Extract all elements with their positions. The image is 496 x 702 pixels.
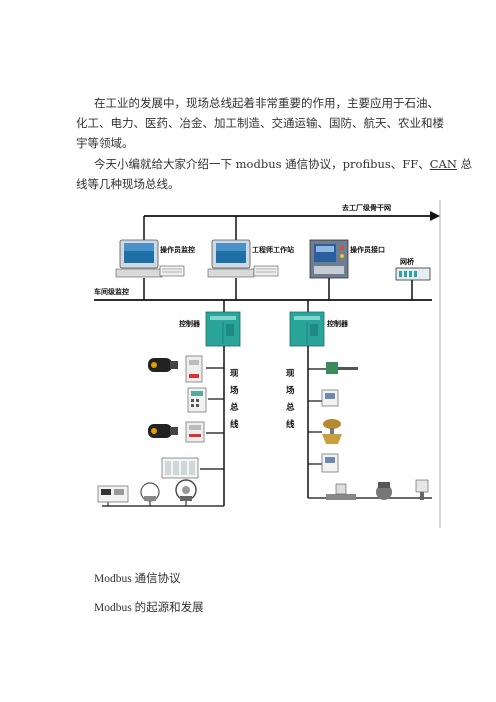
fieldbus-left-char-4: 线 — [230, 419, 239, 430]
intro2-line-2: 线等几种现场总线。 — [76, 177, 180, 191]
gateway-icon — [395, 267, 431, 281]
gateway-label: 网桥 — [400, 257, 415, 266]
pressure-transmitter-icon — [415, 479, 429, 500]
fieldbus-left-char-2: 场 — [230, 385, 239, 396]
intro-line-2: 化工、电力、医药、冶金、加工制造、交通运输、国防、航天、农业和楼 — [76, 116, 444, 130]
controller-right-icon — [289, 311, 325, 347]
engineer-workstation-computer-icon — [207, 239, 279, 278]
fieldbus-network-diagram: 去工厂级骨干网 操作员监控 工程师工作站 操作员接口 — [94, 200, 441, 528]
operator-interface-label: 操作员接口 — [350, 245, 385, 254]
fieldbus-right-char-4: 线 — [286, 419, 295, 430]
backbone-label: 去工厂级骨干网 — [342, 203, 391, 212]
flowmeter-icon — [326, 483, 356, 500]
operator-panel-icon — [309, 239, 349, 279]
io-module-icon — [187, 387, 207, 413]
fieldbus-right-char-1: 现 — [286, 369, 295, 379]
fieldbus-right-char-3: 总 — [286, 402, 295, 413]
controller-left-label: 控制器 — [179, 319, 201, 328]
motor-icon-1 — [148, 358, 178, 372]
engineer-station-label: 工程师工作站 — [252, 245, 294, 254]
intro2-line-1: 今天小编就给大家介绍一下 modbus 通信协议，profibus、FF、CAN… — [94, 154, 472, 174]
operator-monitor-label: 操作员监控 — [160, 245, 195, 254]
pump-icon — [376, 482, 392, 500]
heading-modbus-origin: Modbus 的起源和发展 — [94, 602, 204, 614]
valve-actuator-icon-2 — [175, 479, 197, 501]
drive-icon-2 — [185, 421, 205, 443]
controller-right-label: 控制器 — [327, 319, 349, 328]
instrument-panel-icon — [97, 485, 129, 503]
intro2-text-a: 今天小编就给大家介绍一下 modbus 通信协议，profibus、FF、 — [94, 157, 430, 171]
transmitter-icon-1 — [321, 389, 339, 407]
can-link[interactable]: CAN — [429, 157, 457, 171]
intro-line-3: 宇等领域。 — [76, 136, 134, 150]
intro-line-1: 在工业的发展中，现场总线起着非常重要的作用，主要应用于石油、 — [94, 96, 439, 110]
transmitter-icon-2 — [321, 453, 339, 473]
control-valve-icon — [322, 419, 342, 444]
operator-monitor-computer-icon — [115, 239, 185, 278]
motor-icon-2 — [148, 424, 178, 438]
intro2-text-c: 总 — [456, 157, 473, 171]
temperature-sensor-icon — [326, 362, 358, 374]
fieldbus-right-char-2: 场 — [286, 385, 295, 396]
fieldbus-left-char-1: 现 — [230, 369, 239, 379]
valve-actuator-icon-1 — [140, 482, 160, 502]
heading-modbus-protocol: Modbus 通信协议 — [94, 573, 181, 585]
drive-icon-1 — [185, 355, 203, 383]
workshop-monitor-label: 车间级监控 — [94, 287, 129, 296]
plc-rack-icon — [161, 457, 199, 479]
controller-left-icon — [205, 311, 241, 347]
fieldbus-left-char-3: 总 — [230, 402, 239, 413]
